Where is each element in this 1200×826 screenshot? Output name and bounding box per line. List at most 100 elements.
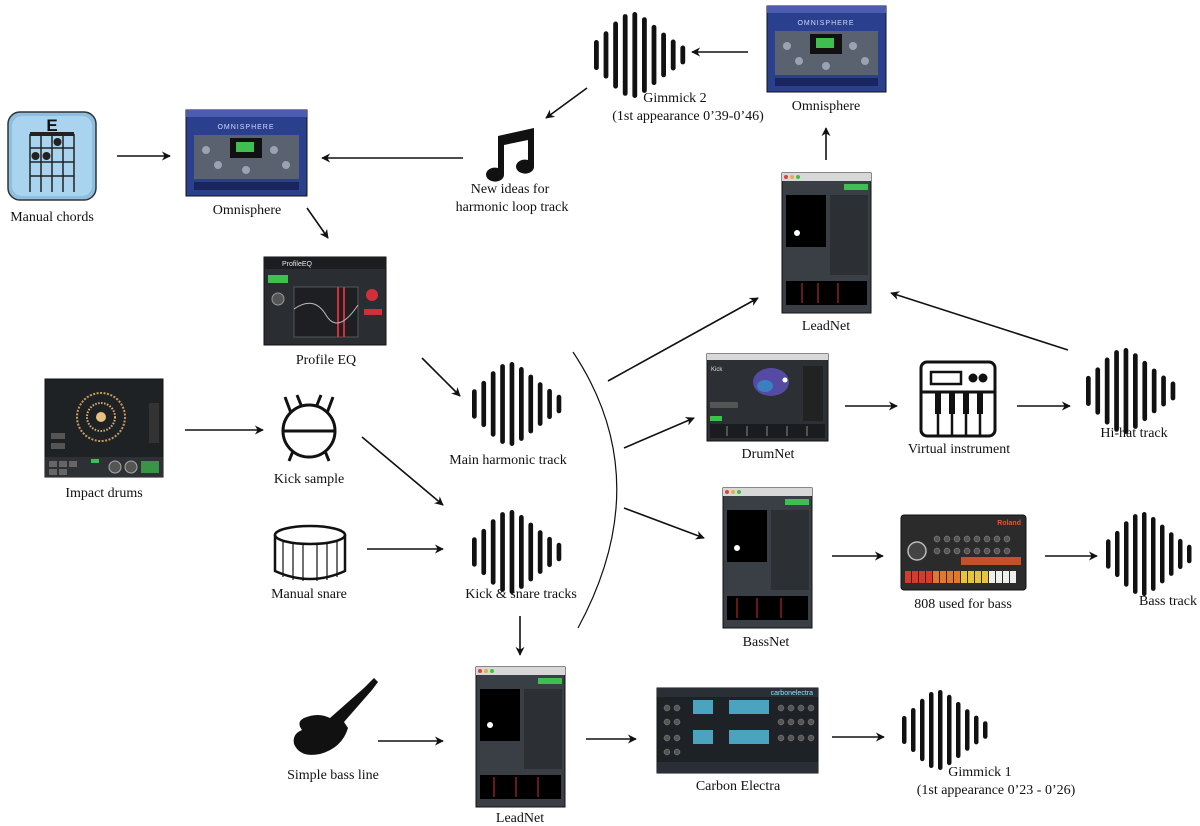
waveform-bar	[1133, 514, 1138, 594]
waveform-bar	[1104, 357, 1110, 425]
snare-drum-icon	[273, 524, 347, 581]
waveform-bar	[500, 364, 505, 444]
waveform-bar	[947, 694, 952, 766]
waveform-bar	[1169, 532, 1174, 576]
waveform-bar	[490, 371, 496, 437]
drumnet-screenshot: Kick	[706, 353, 829, 442]
waveform-bar	[490, 519, 496, 585]
omnisphere-logo-text: OMNISPHERE	[217, 124, 274, 131]
waveform-bar	[556, 394, 562, 414]
arrows	[117, 47, 1098, 746]
arrow-to-drumnet	[623, 417, 695, 449]
waveform-bar	[938, 690, 943, 770]
arrow-omnisphere-to-profileeq	[306, 207, 329, 239]
arrow-to-bassnet	[623, 507, 705, 540]
carbon-electra-logo: carbonelectra	[771, 690, 814, 697]
waveform-bar	[613, 21, 618, 89]
label-new-ideas-2: harmonic loop track	[456, 200, 569, 215]
arrow-kick-to-kicksnare	[361, 436, 444, 506]
waveform-bar	[519, 515, 524, 589]
waveform-bar	[472, 537, 477, 567]
waveform-bar	[1151, 517, 1156, 591]
waveform-bar	[661, 32, 666, 78]
waveform-bar	[622, 14, 628, 96]
waveforms-group	[472, 12, 1192, 770]
waveform-bar	[509, 362, 515, 446]
waveform-icon-gimmick2	[594, 12, 686, 98]
waveform-icon-kick-snare	[472, 510, 562, 594]
chord-chart-icon: E	[7, 111, 97, 201]
waveform-icon-gimmick1	[902, 690, 988, 770]
waveform-bar	[1124, 521, 1129, 587]
omnisphere-logo-text: OMNISPHERE	[797, 20, 854, 27]
waveform-bar	[670, 39, 676, 71]
waveform-bar	[603, 31, 609, 79]
carbon-electra-screenshot: carbonelectra	[656, 687, 819, 774]
profile-eq-screenshot: ProfileEQ	[263, 256, 387, 346]
label-carbon-electra: Carbon Electra	[696, 779, 781, 794]
waveform-bar	[902, 716, 907, 744]
label-virtual-instrument: Virtual instrument	[908, 442, 1010, 457]
waveform-bar	[911, 708, 916, 752]
waveform-bar	[1123, 348, 1129, 434]
waveform-icon-main-harmonic	[472, 362, 562, 446]
label-bassnet: BassNet	[743, 635, 790, 650]
waveform-bar	[556, 542, 562, 562]
waveform-bar	[1142, 360, 1148, 422]
waveform-bar	[1133, 353, 1138, 429]
omnisphere-screenshot-top: OMNISPHERE	[766, 5, 887, 93]
label-manual-snare: Manual snare	[271, 587, 347, 602]
leadnet-screenshot-bottom	[475, 666, 566, 808]
roland-logo: Roland	[997, 520, 1021, 527]
label-leadnet-bottom: LeadNet	[496, 811, 544, 826]
grouping-curve	[572, 351, 618, 629]
label-new-ideas-1: New ideas for	[471, 182, 550, 197]
waveform-bar	[481, 528, 487, 576]
waveform-icon-bass-track	[1106, 512, 1192, 596]
arrow-gimmick2-to-newideas	[545, 87, 588, 119]
bass-drum-icon	[281, 394, 337, 462]
drumnet-kick-text: Kick	[711, 367, 723, 373]
label-hihat-track: Hi-hat track	[1100, 426, 1167, 441]
waveform-bar	[1086, 375, 1091, 406]
label-drumnet: DrumNet	[742, 447, 795, 462]
waveform-bar	[1142, 512, 1147, 596]
label-kick-sample: Kick sample	[274, 472, 344, 487]
waveform-bar	[519, 367, 524, 441]
waveform-bar	[547, 388, 552, 420]
waveform-bar	[929, 692, 934, 768]
label-bass-track: Bass track	[1139, 594, 1197, 609]
impact-drums-screenshot	[44, 378, 164, 478]
label-808: 808 used for bass	[914, 597, 1012, 612]
waveform-bar	[472, 389, 477, 419]
profile-eq-title: ProfileEQ	[282, 261, 313, 268]
waveform-bar	[1106, 539, 1111, 569]
bassnet-screenshot	[722, 487, 813, 629]
waveform-bar	[547, 536, 552, 568]
waveform-bar	[974, 715, 979, 745]
label-gimmick1-2: (1st appearance 0’23 - 0’26)	[917, 783, 1076, 798]
labels: Manual chords Omnisphere New ideas for h…	[10, 91, 1197, 826]
synthesizer-icon	[919, 360, 997, 438]
waveform-bar	[509, 510, 515, 594]
waveform-bar	[1151, 368, 1157, 414]
waveform-bar	[920, 698, 925, 762]
waveform-bar	[528, 374, 534, 434]
waveform-bar	[983, 721, 988, 739]
arrow-hihat-to-leadnet-top	[890, 291, 1069, 351]
waveform-bar	[1161, 375, 1166, 407]
waveform-bar	[594, 40, 599, 71]
label-omnisphere-top: Omnisphere	[792, 99, 860, 114]
waveform-bar	[1187, 544, 1192, 564]
label-gimmick1-1: Gimmick 1	[948, 765, 1011, 780]
waveform-bar	[965, 709, 970, 751]
leadnet-screenshot-top	[781, 172, 872, 314]
waveform-bar	[1115, 530, 1120, 578]
label-leadnet-top: LeadNet	[802, 319, 850, 334]
waveform-bar	[1114, 350, 1119, 432]
waveform-bar	[680, 45, 686, 65]
label-profile-eq: Profile EQ	[296, 353, 356, 368]
waveform-bar	[537, 530, 543, 574]
